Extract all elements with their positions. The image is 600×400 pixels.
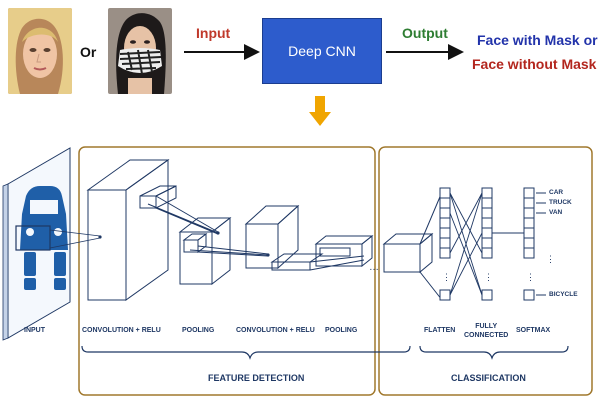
car-icon xyxy=(20,186,68,290)
svg-text:⋮: ⋮ xyxy=(546,254,555,264)
caption-conv2: CONVOLUTION + RELU xyxy=(236,327,315,334)
deep-cnn-label: Deep CNN xyxy=(288,43,356,59)
classification-frame xyxy=(378,146,593,396)
caption-conv1: CONVOLUTION + RELU xyxy=(82,327,161,334)
fully-connected-column xyxy=(481,187,493,301)
output-label: Output xyxy=(402,25,448,41)
down-arrow-icon xyxy=(309,96,331,126)
caption-pool2: POOLING xyxy=(325,327,358,334)
feature-detection-label: FEATURE DETECTION xyxy=(208,373,305,383)
softmax-column xyxy=(523,187,535,301)
svg-text:⋮: ⋮ xyxy=(442,272,451,282)
caption-input: INPUT xyxy=(24,327,45,334)
dense-connections xyxy=(449,192,524,296)
face-without-mask-photo xyxy=(8,8,72,94)
class-label-bicycle: BICYCLE xyxy=(549,291,578,298)
ellipsis-dots: … xyxy=(369,262,379,273)
flatten-column xyxy=(439,187,451,301)
caption-pool1: POOLING xyxy=(182,327,215,334)
caption-softmax: SOFTMAX xyxy=(516,327,551,334)
column-ellipses: ⋮ ⋮ ⋮ ⋮ xyxy=(442,254,555,282)
result-line-without-mask: Face without Mask xyxy=(472,56,597,72)
svg-text:⋮: ⋮ xyxy=(526,272,535,282)
feature-detection-frame xyxy=(78,146,376,396)
feature-detection-brace xyxy=(81,345,411,360)
class-pointers xyxy=(536,192,546,296)
conv1-block xyxy=(86,159,219,301)
classification-label: CLASSIFICATION xyxy=(451,373,526,383)
receptive-field-box xyxy=(15,225,51,251)
class-label-truck: TRUCK xyxy=(549,199,572,206)
conv2-block xyxy=(244,204,365,271)
caption-fully-connected: FULLY CONNECTED xyxy=(464,323,509,339)
caption-flatten: FLATTEN xyxy=(424,327,456,334)
pool1-block xyxy=(178,216,269,286)
deep-cnn-box: Deep CNN xyxy=(262,18,382,84)
input-label: Input xyxy=(196,25,231,41)
pool2-block xyxy=(314,234,374,268)
svg-text:⋮: ⋮ xyxy=(484,272,493,282)
or-label: Or xyxy=(80,44,97,60)
class-label-car: CAR xyxy=(549,189,564,196)
flatten-input-block xyxy=(382,191,443,301)
face-with-mask-photo xyxy=(108,8,172,94)
class-label-van: VAN xyxy=(549,209,563,216)
classification-brace xyxy=(419,345,569,360)
result-line-with-mask: Face with Mask or xyxy=(477,32,598,48)
